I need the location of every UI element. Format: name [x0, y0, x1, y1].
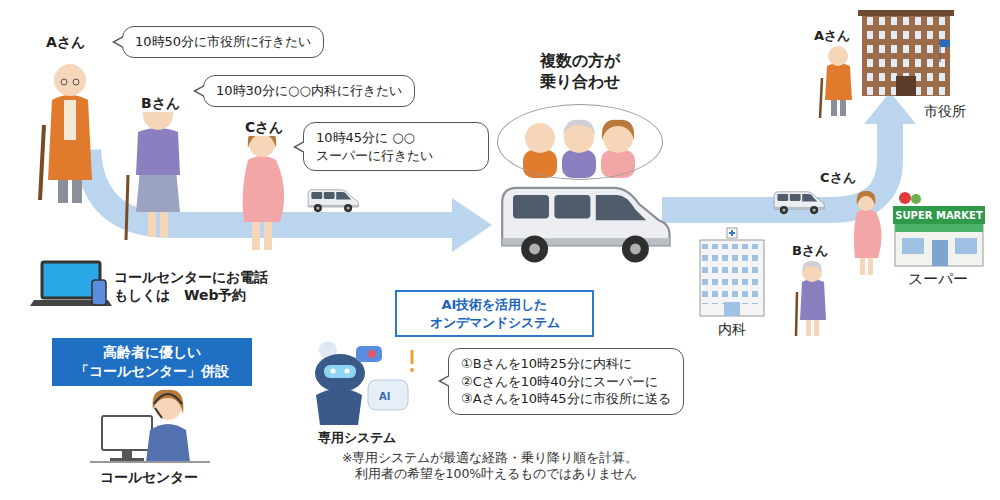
- person-label: Aさん: [812, 28, 852, 45]
- ai-icon-text: AI: [377, 390, 392, 403]
- speech-bubble: 10時50分に市役所に行きたい: [122, 26, 324, 58]
- group-ellipse: 複数の方が 乗り合わせ: [497, 104, 663, 180]
- info-box: 高齢者に優しい 「コールセンター」併設: [52, 338, 252, 386]
- node-text: ①Bさんを10時25分に内科に: [461, 355, 671, 373]
- person-label: Bさん: [790, 243, 830, 260]
- place-label: スーパー: [906, 270, 970, 290]
- person-label: Cさん: [818, 170, 858, 187]
- speech-bubble: ①Bさんを10時25分に内科に②Cさんを10時40分にスーパーに③Aさんを10時…: [448, 348, 684, 415]
- reservation-text: コールセンターにお電話 もしくは Web予約: [112, 268, 281, 304]
- person-label: Bさん: [139, 94, 182, 112]
- shop-sign: SUPER MARKET: [893, 208, 985, 223]
- speech-bubble: 10時30分に○○内科に行きたい: [203, 75, 415, 107]
- place-label: 市役所: [922, 102, 968, 120]
- node-text: AI技術を活用した オンデマンドシステム: [411, 296, 578, 331]
- node-text: 10時45分に ○○スーパーに行きたい: [316, 129, 476, 164]
- place-label: 内科: [716, 320, 748, 338]
- footnote: ※専用システムが最適な経路・乗り降り順を計算。 利用者の希望を100%叶えるもの…: [342, 450, 697, 483]
- callcenter-label: コールセンター: [98, 468, 200, 486]
- node-text: 10時50分に市役所に行きたい: [135, 33, 311, 51]
- heading-text: 複数の方が 乗り合わせ: [524, 51, 636, 93]
- system-label: 専用システム: [316, 430, 398, 447]
- node-text: ③Aさんを10時45分に市役所に送る: [461, 390, 671, 408]
- node-text: 10時30分に○○内科に行きたい: [216, 82, 402, 100]
- system-box: AI技術を活用した オンデマンドシステム: [395, 290, 594, 337]
- node-text: 高齢者に優しい 「コールセンター」併設: [64, 343, 240, 381]
- person-label: Aさん: [44, 33, 87, 51]
- person-label: Cさん: [243, 118, 285, 136]
- node-text: ②Cさんを10時40分にスーパーに: [461, 373, 671, 391]
- speech-bubble: 10時45分に ○○スーパーに行きたい: [303, 122, 489, 171]
